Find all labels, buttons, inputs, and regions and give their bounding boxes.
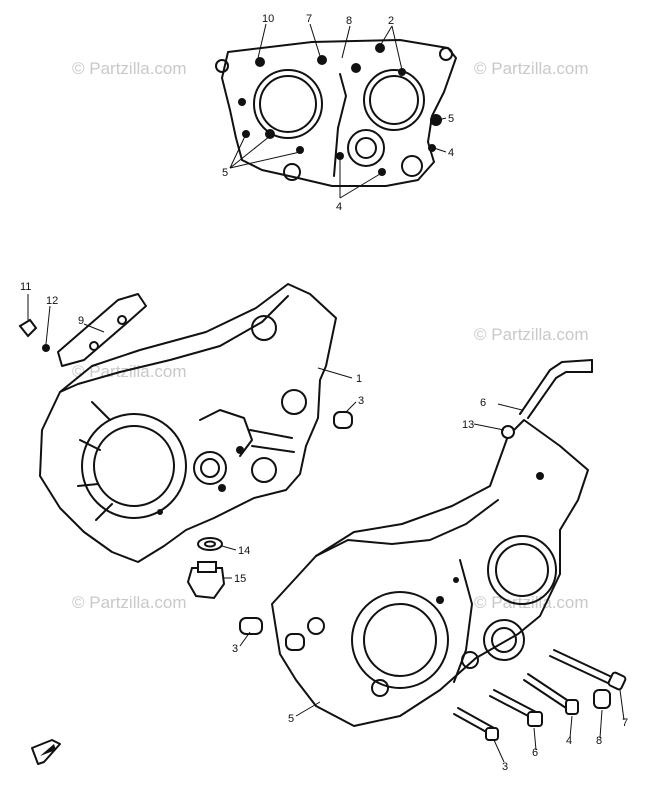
bolt-part-4 — [523, 673, 579, 715]
callout-label: 7 — [622, 717, 628, 729]
crankcase-right-half — [271, 419, 589, 727]
callout-label: 10 — [262, 13, 274, 25]
front-arrow-icon — [31, 739, 61, 765]
fitting-part-12 — [501, 425, 515, 439]
callout-label: 7 — [306, 13, 312, 25]
leader-lines — [27, 23, 625, 763]
callout-label: 4 — [336, 201, 342, 213]
callout-label: 13 — [462, 419, 474, 431]
watermark: © Partzilla.com — [474, 325, 589, 344]
callout-label: 3 — [358, 395, 364, 407]
watermark-layer: © Partzilla.com © Partzilla.com © Partzi… — [72, 59, 589, 612]
callout-label: 3 — [502, 761, 508, 773]
callout-label: 15 — [234, 573, 246, 585]
gasket-inset — [215, 39, 457, 187]
bolt-part-5 — [453, 707, 499, 741]
watermark: © Partzilla.com — [72, 59, 187, 78]
washer-part-14 — [197, 537, 223, 551]
callout-label: 4 — [566, 735, 572, 747]
callout-label: 14 — [238, 545, 250, 557]
callout-label: 5 — [222, 167, 228, 179]
callout-label: 1 — [356, 373, 362, 385]
breather-pipe-part-13 — [519, 359, 593, 419]
callout-labels: 10 7 8 2 5 4 5 4 11 12 9 1 3 14 15 13 6 … — [20, 13, 628, 773]
callout-label: 2 — [388, 15, 394, 27]
drain-plug-part-15 — [186, 561, 226, 600]
callout-label: 8 — [346, 15, 352, 27]
callout-label: 6 — [532, 747, 538, 759]
callout-label: 8 — [596, 735, 602, 747]
dowel-part-3-lower — [239, 617, 305, 651]
callout-label: 6 — [480, 397, 486, 409]
watermark: © Partzilla.com — [72, 593, 187, 612]
dowel-part-3-upper — [333, 411, 353, 429]
dowel-part-8 — [593, 689, 611, 709]
bracket-part-9 — [18, 293, 147, 367]
callout-label: 4 — [448, 147, 454, 159]
watermark: © Partzilla.com — [474, 59, 589, 78]
callout-label: 5 — [448, 113, 454, 125]
callout-label: 5 — [288, 713, 294, 725]
crankcase-left-half — [39, 283, 337, 563]
callout-label: 3 — [232, 643, 238, 655]
bolt-part-7 — [549, 649, 627, 691]
callout-label: 9 — [78, 315, 84, 327]
bolt-part-6 — [489, 689, 543, 727]
callout-label: 11 — [20, 281, 31, 293]
watermark: © Partzilla.com — [72, 362, 187, 381]
callout-label: 12 — [46, 295, 58, 307]
